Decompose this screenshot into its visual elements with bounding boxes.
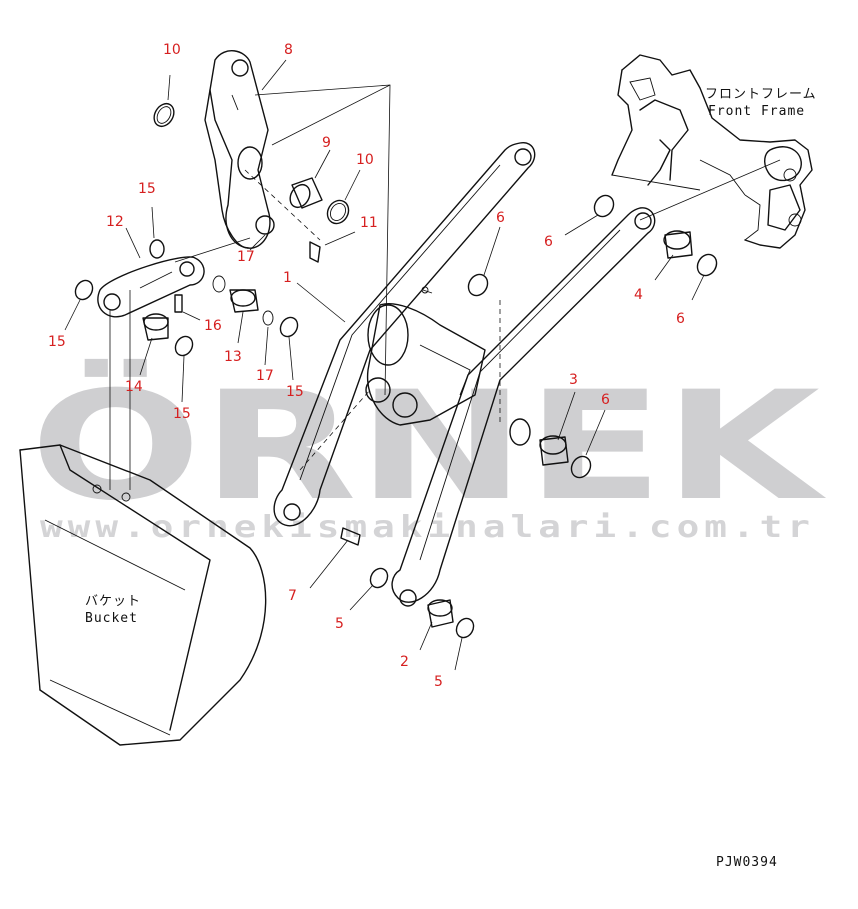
leader-lines (64, 59, 781, 671)
callout-11: 11 (360, 215, 378, 231)
callout-numbers: 10 8 9 10 11 15 12 17 6 6 4 6 1 15 16 13… (48, 42, 685, 690)
callout-12: 12 (106, 214, 124, 230)
callout-13: 13 (224, 349, 242, 365)
callout-7: 7 (288, 588, 297, 604)
watermark-brand: ÖRNEK (30, 358, 826, 534)
callout-5: 5 (335, 616, 344, 632)
callout-10: 10 (356, 152, 374, 168)
callout-15: 15 (138, 181, 156, 197)
callout-8: 8 (284, 42, 293, 58)
callout-14: 14 (125, 379, 143, 395)
cross-tube (365, 286, 486, 426)
bucket: バケット Bucket (19, 444, 267, 746)
front-frame-label-jp: フロントフレーム (705, 87, 817, 102)
callout-5: 5 (434, 674, 443, 690)
callout-3: 3 (569, 372, 578, 388)
callout-17: 17 (256, 368, 274, 384)
bucket-label-en: Bucket (85, 611, 138, 626)
watermark: ÖRNEK www.ornekismakinalari.com.tr (30, 358, 826, 545)
callout-4: 4 (634, 287, 643, 303)
front-frame-label-en: Front Frame (708, 104, 805, 119)
left-boom-arm (273, 142, 536, 527)
callout-6: 6 (676, 311, 685, 327)
watermark-url: www.ornekismakinalari.com.tr (40, 510, 815, 545)
callout-1: 1 (283, 270, 292, 286)
drawing-code: PJW0394 (716, 855, 778, 870)
callout-9: 9 (322, 135, 331, 151)
callout-10: 10 (163, 42, 181, 58)
callout-17: 17 (237, 249, 255, 265)
callout-15: 15 (286, 384, 304, 400)
callout-15: 15 (48, 334, 66, 350)
callout-2: 2 (400, 654, 409, 670)
callout-16: 16 (204, 318, 222, 334)
bucket-label-jp: バケット (85, 594, 141, 609)
callout-6: 6 (496, 210, 505, 226)
callout-6: 6 (601, 392, 610, 408)
link-bar (97, 256, 205, 318)
bell-crank (204, 50, 275, 249)
callout-15: 15 (173, 406, 191, 422)
callout-6: 6 (544, 234, 553, 250)
small-parts (74, 102, 718, 639)
front-frame: フロントフレーム Front Frame (611, 54, 817, 249)
